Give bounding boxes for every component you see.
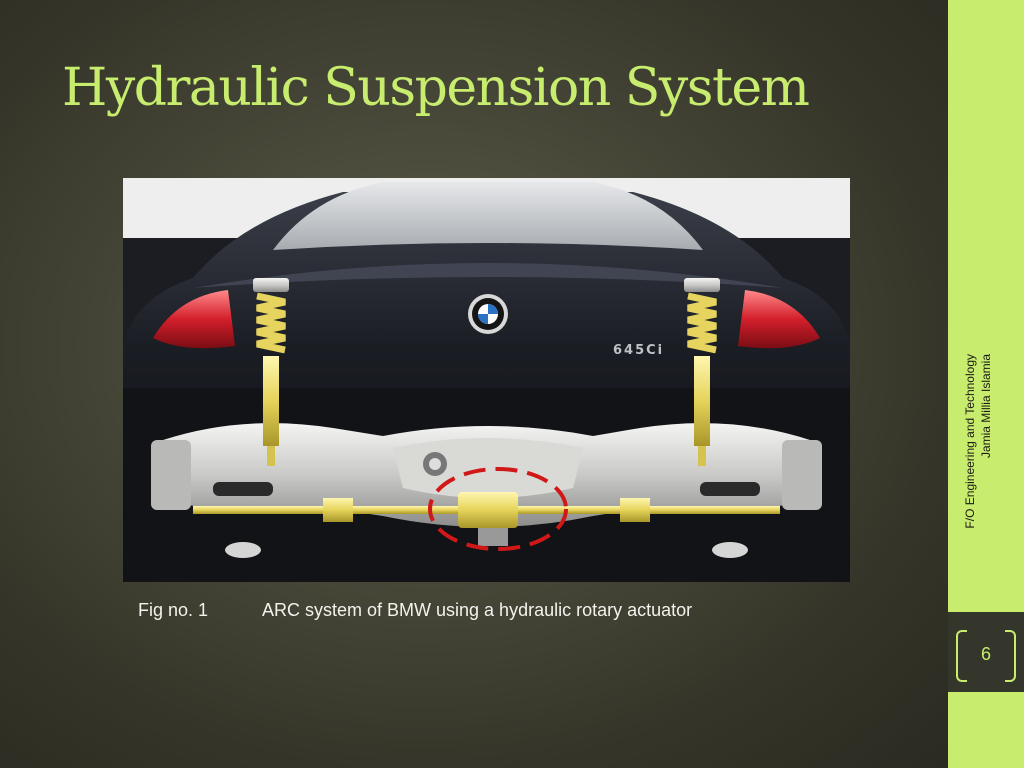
slide-title: Hydraulic Suspension System xyxy=(62,58,810,118)
actuator-highlight-ring xyxy=(428,467,568,551)
figure-caption: Fig no. 1 ARC system of BMW using a hydra… xyxy=(138,600,692,621)
page-number-box: 6 xyxy=(948,612,1024,692)
page-number: 6 xyxy=(980,644,991,664)
sidebar-org-line: F/O Engineering and Technology xyxy=(963,354,977,529)
bmw-emblem-icon xyxy=(468,294,508,334)
rear-window xyxy=(273,182,703,250)
right-shock-absorber xyxy=(684,278,720,466)
right-tail-lamp xyxy=(738,290,820,349)
car-rear-illustration: 645Ci xyxy=(123,178,850,582)
sidebar-footer-text: F/O Engineering and Technology Jamia Mil… xyxy=(948,354,1024,576)
suspension-figure: 645Ci xyxy=(123,178,850,582)
right-bracket-icon xyxy=(1005,630,1016,682)
left-bracket-icon xyxy=(956,630,967,682)
stabilizer-bar xyxy=(193,492,780,546)
caption-text: ARC system of BMW using a hydraulic rota… xyxy=(262,600,693,620)
caption-number: Fig no. 1 xyxy=(138,600,209,620)
model-badge: 645Ci xyxy=(613,343,664,358)
sidebar-university-line: Jamia Millia Islamia xyxy=(979,354,993,459)
rotary-actuator xyxy=(458,492,518,528)
left-tail-lamp xyxy=(153,290,235,349)
left-shock-absorber xyxy=(253,278,289,466)
